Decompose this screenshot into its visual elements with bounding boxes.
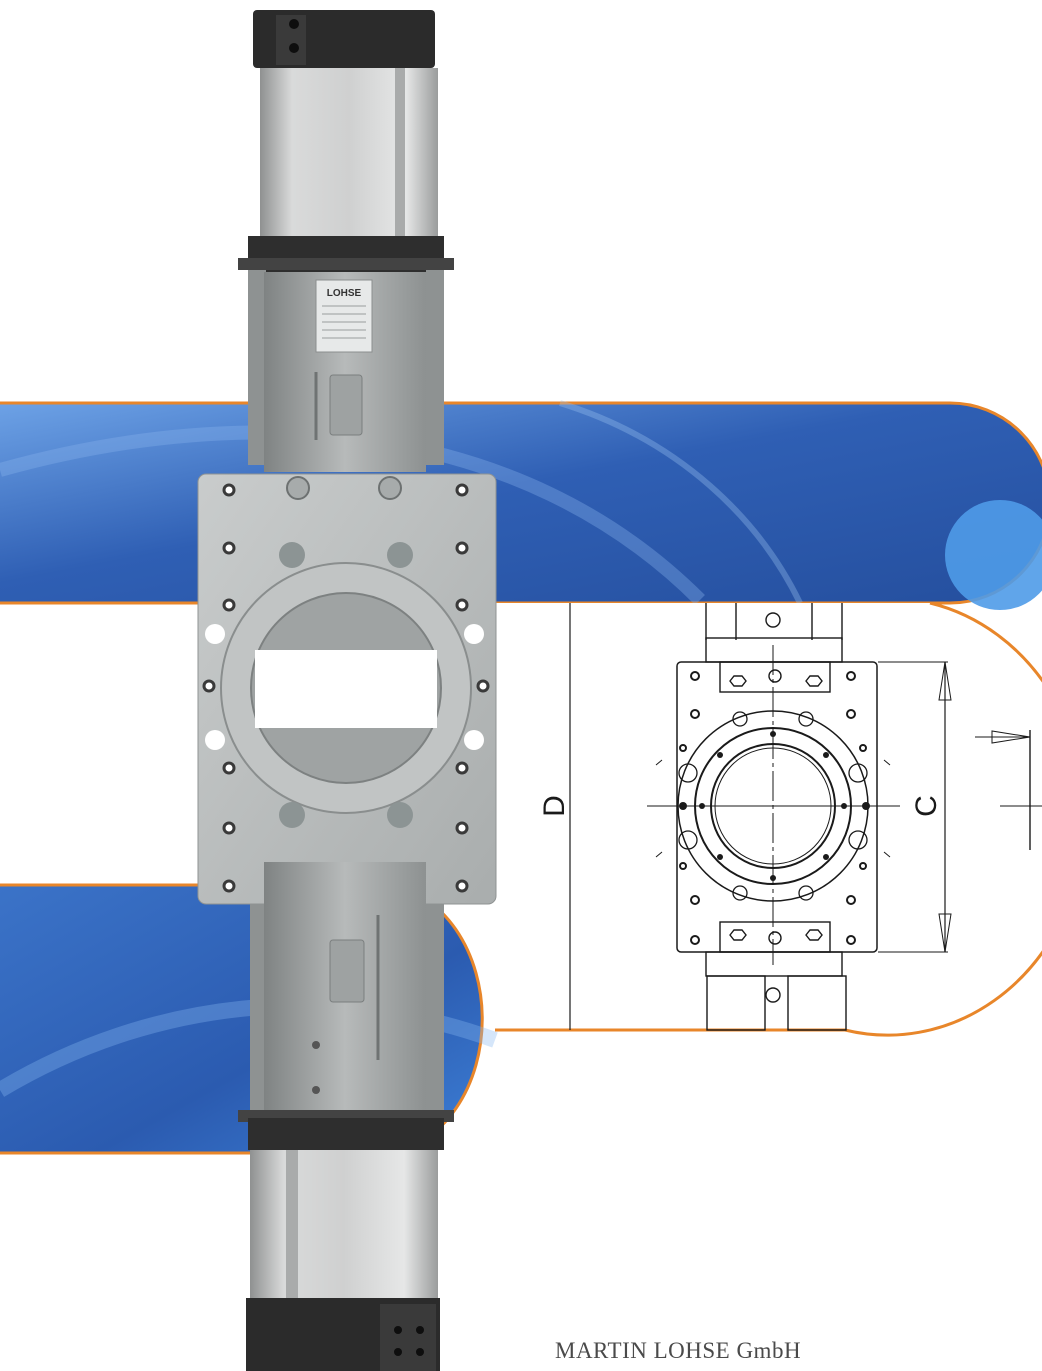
knife-gate-valve-photo: LOHSE	[197, 10, 497, 1371]
company-name: MARTIN LOHSE GmbH	[555, 1338, 802, 1363]
upper-blue-band	[0, 400, 1042, 610]
nameplate	[315, 279, 373, 353]
technical-drawing-panel: D C	[495, 601, 1042, 1037]
dimension-label-d: D	[538, 795, 571, 817]
dimension-label-c: C	[910, 795, 943, 817]
bottom-actuator-cylinder	[250, 1150, 438, 1300]
nameplate-brand: LOHSE	[327, 288, 362, 299]
band-highlight-circle	[945, 500, 1042, 610]
valve-bore-opening	[255, 650, 437, 728]
top-actuator-cylinder	[260, 68, 438, 238]
